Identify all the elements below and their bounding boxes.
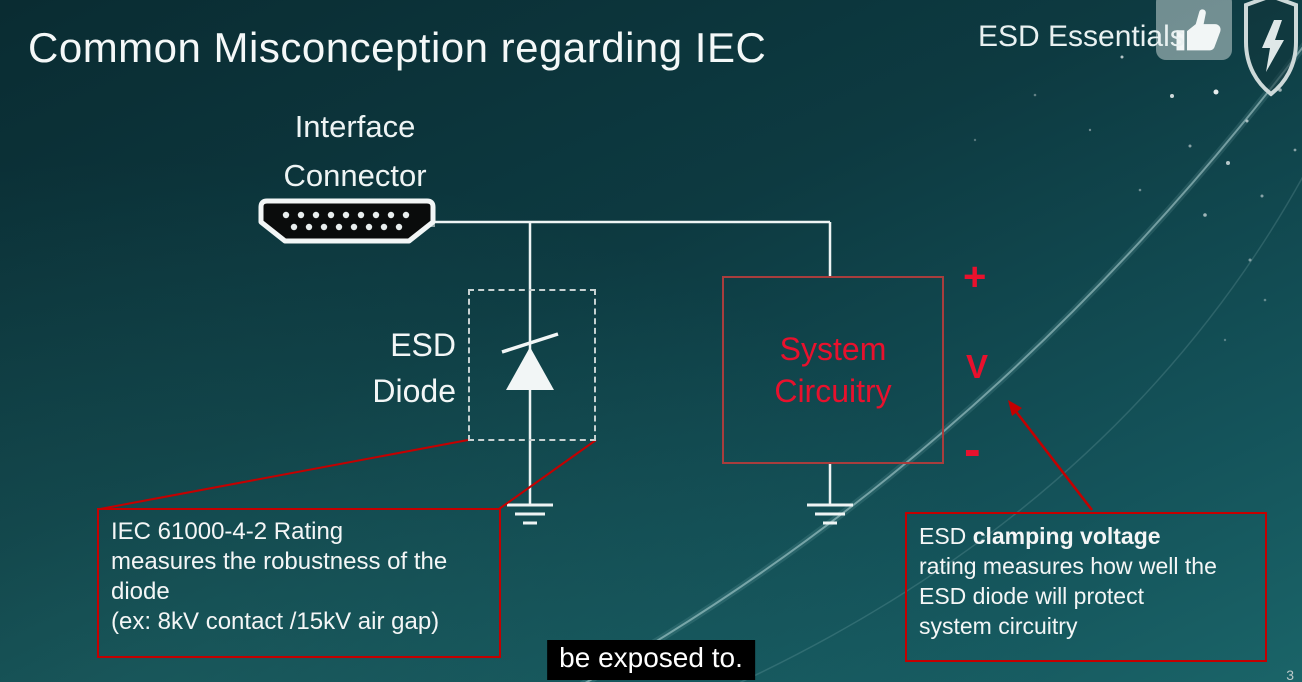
clamping-callout-line2: rating measures how well the xyxy=(919,553,1217,579)
system-circuitry-line1: System xyxy=(779,331,887,367)
brand-title: ESD Essentials xyxy=(978,20,1185,53)
polarity-minus: - xyxy=(964,421,981,477)
esd-diode-label: ESD Diode xyxy=(330,322,456,414)
iec-callout-line4: (ex: 8kV contact /15kV air gap) xyxy=(111,608,440,635)
clamping-voltage-callout: ESD clamping voltage rating measures how… xyxy=(905,512,1267,662)
connector-label-line1: Interface xyxy=(294,109,416,144)
page-title: Common Misconception regarding IEC xyxy=(28,24,767,71)
subtitle-caption: be exposed to. xyxy=(547,640,755,680)
system-circuitry-line2: Circuitry xyxy=(774,373,892,409)
esd-diode-label-line2: Diode xyxy=(372,373,456,409)
connector-label-line2: Connector xyxy=(283,158,427,193)
ground-symbol-left xyxy=(507,503,553,525)
like-tile xyxy=(1156,0,1232,60)
hdmi-connector-icon xyxy=(258,198,436,244)
clamping-callout-line4: system circuitry xyxy=(919,613,1078,639)
page-number: 3 xyxy=(1286,667,1294,682)
star-dots xyxy=(973,55,1297,342)
esd-diode-symbol xyxy=(501,332,559,390)
polarity-plus: + xyxy=(963,255,987,299)
lightning-icon xyxy=(1262,20,1284,72)
connector-label: Interface Connector xyxy=(262,102,448,200)
iec-rating-callout: IEC 61000-4-2 Rating measures the robust… xyxy=(97,508,501,658)
shield-logo xyxy=(1240,0,1302,104)
clamping-callout-line3: ESD diode will protect xyxy=(919,583,1144,609)
clamping-line1-bold: clamping voltage xyxy=(972,523,1161,549)
polarity-v: V xyxy=(966,348,989,385)
thumbs-up-icon xyxy=(1176,9,1221,51)
shield-icon xyxy=(1244,0,1298,97)
iec-callout-line3: diode xyxy=(111,578,170,605)
iec-callout-line1: IEC 61000-4-2 Rating xyxy=(111,518,344,545)
ground-symbol-right xyxy=(807,503,853,525)
system-circuitry-box: System Circuitry xyxy=(722,276,944,464)
iec-callout-line2: measures the robustness of the xyxy=(111,548,448,575)
clamping-arrow xyxy=(1008,400,1093,511)
esd-diode-label-line1: ESD xyxy=(390,327,456,363)
esd-diode-highlight-box xyxy=(468,289,596,441)
swoosh-curve xyxy=(579,42,1302,682)
leader-lines xyxy=(99,439,597,510)
clamping-line1-prefix: ESD xyxy=(919,523,973,549)
clamping-callout-line1: ESD clamping voltage xyxy=(919,521,1253,551)
